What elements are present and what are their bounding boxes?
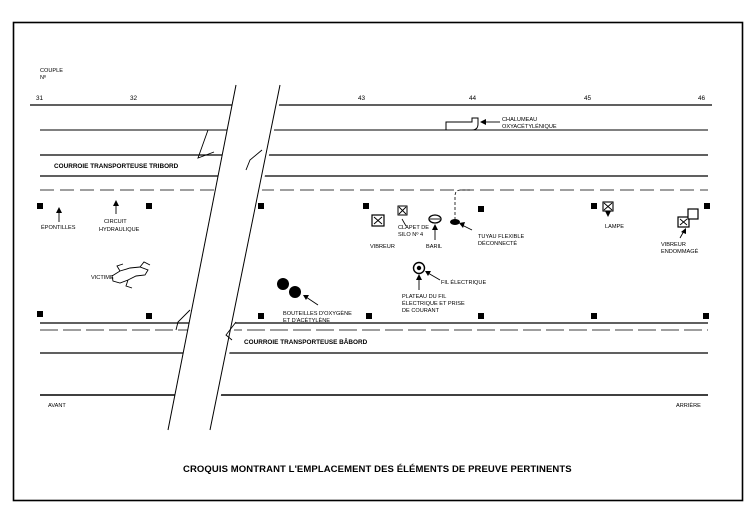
stanchion-marker [258, 203, 264, 209]
stanchion-marker [591, 313, 597, 319]
outer-frame [12, 21, 744, 502]
outlet-label-line1: PLATEAU DU FIL [402, 294, 446, 300]
lamp-icon-stand [605, 211, 611, 217]
damaged-vibrator-label-line1: VIBREUR [661, 242, 686, 248]
stanchions-arrowhead [56, 207, 62, 213]
stanchion-marker [37, 203, 43, 209]
section-break-band [168, 85, 283, 430]
stanchion-marker [146, 203, 152, 209]
electric-wire-arrowhead [425, 271, 431, 276]
break-jog-lower [175, 309, 191, 331]
torch-arrowhead [480, 119, 486, 125]
frame-number-44: 44 [469, 95, 477, 102]
electric-wire-arrow [427, 272, 441, 281]
stanchion-marker [703, 313, 709, 319]
cylinders-label-line1: BOUTEILLES D'OXYGÈNE [283, 310, 352, 317]
diagram-caption: CROQUIS MONTRANT L'EMPLACEMENT DES ÉLÉME… [183, 464, 572, 475]
hydraulic-label-line2: HYDRAULIQUE [99, 227, 140, 233]
torch-label-line1: CHALUMEAU [502, 117, 537, 123]
damaged-vibrator-arrowhead [681, 228, 686, 234]
oxyacetylene-torch-icon [445, 117, 479, 131]
electric-wire-label: FIL ÉLECTRIQUE [441, 279, 486, 286]
silo-hatch-icon-cross [398, 206, 407, 215]
forward-label: AVANT [48, 403, 66, 409]
break-jog-lower-right [225, 321, 237, 341]
stanchions-label: ÉPONTILLES [41, 224, 76, 231]
barrel-label: BARIL [426, 244, 442, 250]
starboard-belt-label: COURROIE TRANSPORTEUSE TRIBORD [54, 163, 179, 170]
break-jog-upper [197, 129, 215, 159]
aft-label: ARRIÈRE [676, 402, 701, 409]
electrical-outlet-icon-core [416, 265, 422, 271]
frame-number-46: 46 [698, 95, 706, 102]
hose-label-line2: DÉCONNECTÉ [478, 240, 517, 247]
hydraulic-arrowhead [113, 200, 119, 206]
stanchion-marker [146, 313, 152, 319]
stanchion-marker [478, 313, 484, 319]
stanchion-marker [366, 313, 372, 319]
hydraulic-label-line1: CIRCUIT [104, 219, 127, 225]
silo-hatch-arrow [401, 218, 407, 227]
break-jog-upper-right [245, 149, 263, 171]
frame-number-45: 45 [584, 95, 592, 102]
damaged-vibrator-label-line2: ENDOMMAGÉ [661, 248, 699, 255]
outlet-label-line2: ÉLECTRIQUE ET PRISE [402, 300, 465, 307]
port-belt-label: COURROIE TRANSPORTEUSE BÂBORD [244, 337, 368, 346]
oxygen-cylinder-icon [277, 278, 289, 290]
disconnected-hose-line [454, 189, 470, 220]
silo-hatch-label-line1: CLAPET DE [398, 225, 429, 231]
stanchion-marker [591, 203, 597, 209]
silo-hatch-label-line2: SILO Nº 4 [398, 231, 423, 238]
cylinders-arrowhead [303, 295, 309, 300]
torch-label-line2: OXYACÉTYLÉNIQUE [502, 123, 557, 130]
frame-number-43: 43 [358, 95, 366, 102]
section-break-left-edge [167, 84, 237, 431]
vibrator-icon-hatch [373, 216, 383, 225]
lamp-icon-cross [603, 202, 613, 211]
stanchion-marker [363, 203, 369, 209]
hose-coupling-icon [450, 219, 460, 225]
frame-number-32: 32 [130, 95, 138, 102]
acetylene-cylinder-icon [289, 286, 301, 298]
outlet-arrowhead [416, 274, 422, 280]
cylinders-arrow [305, 296, 319, 306]
stanchion-marker [37, 311, 43, 317]
damaged-vibrator-part-icon [687, 208, 699, 220]
vibrator-label: VIBREUR [370, 244, 395, 250]
hose-arrowhead [459, 222, 465, 228]
outlet-label-line3: DE COURANT [402, 308, 440, 314]
stanchion-marker [478, 206, 484, 212]
stanchion-marker [258, 313, 264, 319]
barrel-arrowhead [432, 224, 438, 230]
cylinders-label-line2: ET D'ACÉTYLÈNE [283, 317, 330, 324]
section-break-right-edge [209, 84, 281, 431]
stanchion-marker [704, 203, 710, 209]
victim-outline-icon [111, 261, 151, 289]
hose-label-line1: TUYAU FLEXIBLE [478, 234, 524, 240]
damaged-vibrator-icon-cross [679, 218, 688, 226]
lamp-label: LAMPE [605, 224, 624, 230]
frame-label-line1: COUPLE [40, 68, 63, 74]
frame-number-31: 31 [36, 95, 44, 102]
victim-label: VICTIME [91, 275, 114, 281]
frame-label-line2: Nº [40, 74, 46, 81]
